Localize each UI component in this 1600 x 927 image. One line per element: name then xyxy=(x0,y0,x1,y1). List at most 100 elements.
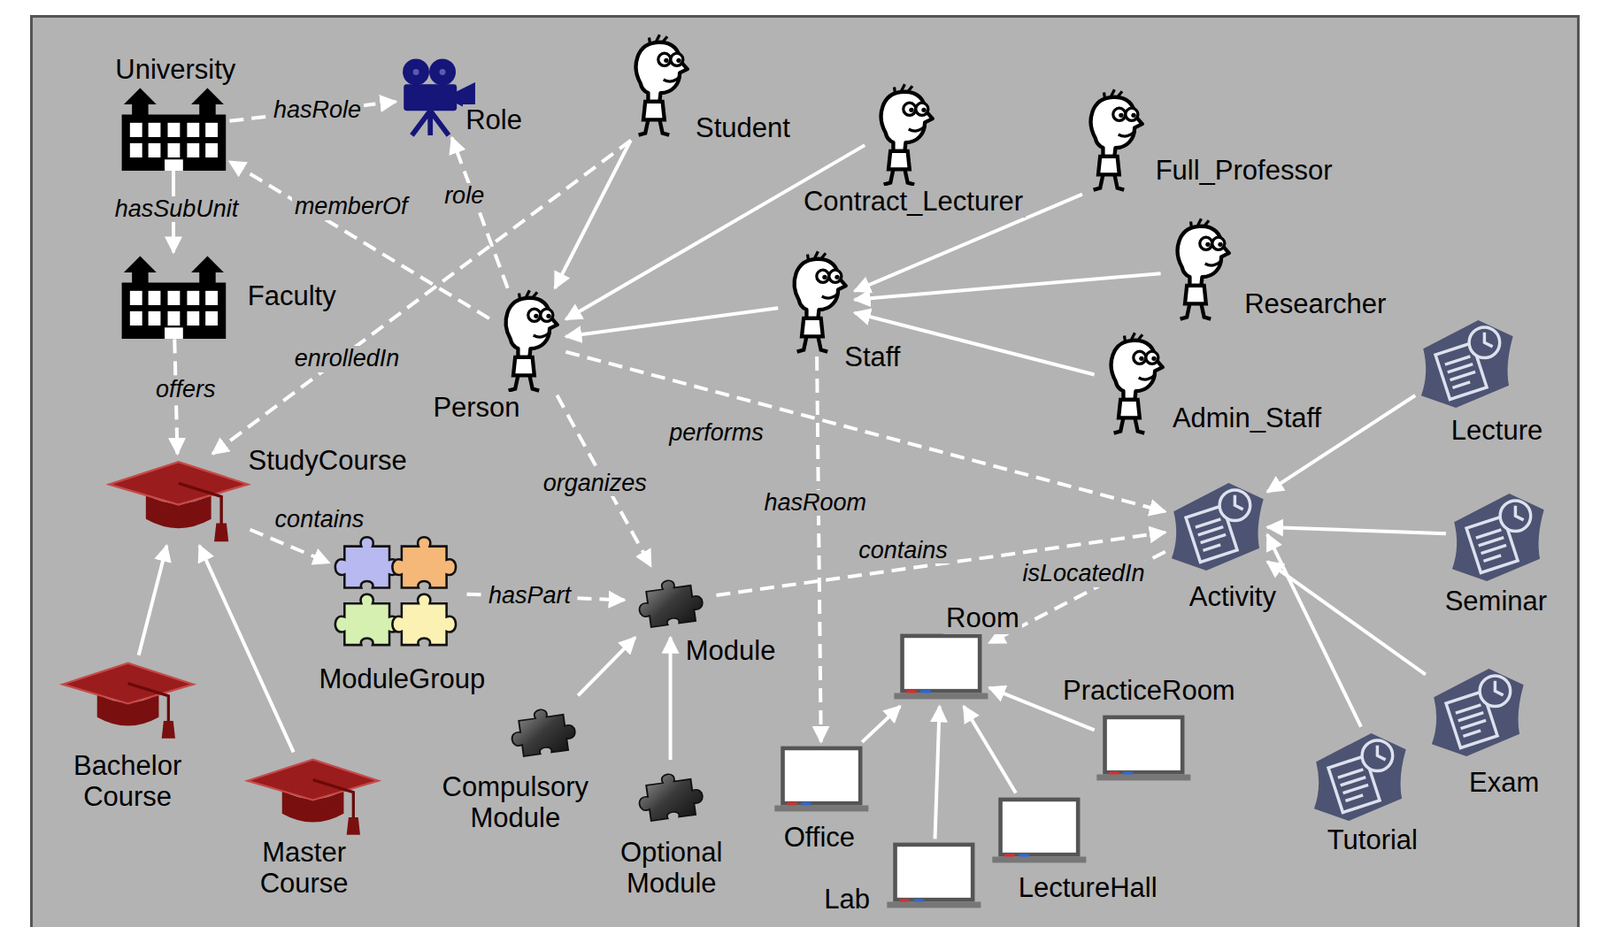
drawing-part xyxy=(664,58,670,63)
node-label: Activity xyxy=(1186,581,1279,614)
drawing-part xyxy=(1138,375,1154,380)
drawing-part xyxy=(506,297,558,357)
drawing-part xyxy=(1151,356,1156,362)
subclass-arrow xyxy=(565,307,778,337)
edge-label: role xyxy=(441,183,487,210)
drawing-part xyxy=(413,69,420,76)
drawing-part xyxy=(922,107,927,112)
concept-node: Optional Module xyxy=(624,760,717,832)
subclass-arrow xyxy=(1267,561,1426,676)
drawing-part xyxy=(676,58,682,63)
drawing-part xyxy=(1314,732,1407,821)
drawing-part xyxy=(161,721,175,739)
concept-node: Researcher xyxy=(1161,216,1238,324)
drawing-part xyxy=(1118,400,1140,419)
edge-label: hasPart xyxy=(485,583,574,610)
concept-icon xyxy=(772,742,870,819)
concept-node: Master Course xyxy=(238,752,387,839)
concept-node: Tutorial xyxy=(1307,727,1410,825)
node-label: Module xyxy=(683,635,779,668)
subclass-arrow xyxy=(565,145,865,320)
drawing-part xyxy=(412,111,450,137)
drawing-part xyxy=(894,692,989,700)
drawing-part xyxy=(121,88,226,171)
drawing-part xyxy=(888,151,910,170)
drawing-part xyxy=(1204,261,1221,266)
concept-node: Room xyxy=(892,630,990,707)
drawing-part xyxy=(513,357,535,377)
concept-node: ModuleGroup xyxy=(329,525,468,659)
concept-icon xyxy=(1425,662,1528,761)
node-label: Optional Module xyxy=(597,837,746,900)
drawing-part xyxy=(649,35,669,46)
drawing-part xyxy=(1476,529,1509,562)
drawing-part xyxy=(881,92,933,152)
drawing-part xyxy=(1338,769,1371,801)
drawing-part xyxy=(335,594,400,646)
concept-node: Admin_Staff xyxy=(1094,330,1171,439)
drawing-part xyxy=(147,123,161,138)
drawing-part xyxy=(1515,505,1524,520)
edge-label: memberOf xyxy=(292,193,411,221)
relation-arrow xyxy=(565,352,1165,513)
drawing-part xyxy=(998,797,1080,857)
subclass-arrow xyxy=(577,638,636,697)
drawing-part xyxy=(900,634,983,694)
drawing-part xyxy=(335,537,400,588)
concept-node: Lab xyxy=(884,838,983,916)
concept-icon xyxy=(619,32,696,140)
drawing-part xyxy=(1092,174,1124,190)
concept-icon xyxy=(1094,330,1171,439)
concept-icon xyxy=(117,252,231,339)
concept-icon xyxy=(238,752,387,839)
edge-label: hasSubUnit xyxy=(112,196,242,224)
concept-node: Activity xyxy=(1165,476,1268,575)
node-label: Lecture xyxy=(1448,415,1546,447)
drawing-part xyxy=(1219,490,1251,522)
edge-label: contains xyxy=(272,507,368,534)
drawing-part xyxy=(1205,242,1210,247)
subclass-arrow xyxy=(669,638,673,761)
drawing-part xyxy=(429,59,456,86)
drawing-part xyxy=(1484,331,1493,347)
drawing-part xyxy=(1106,719,1180,771)
node-label: Faculty xyxy=(245,280,339,313)
drawing-part xyxy=(1479,676,1511,708)
concept-icon xyxy=(1307,727,1410,825)
drawing-part xyxy=(167,123,180,138)
concept-node: Role xyxy=(395,55,477,138)
node-label: LectureHall xyxy=(1015,872,1161,905)
drawing-part xyxy=(1123,771,1134,775)
drawing-part xyxy=(186,291,200,306)
node-label: ModuleGroup xyxy=(315,663,488,696)
drawing-part xyxy=(313,780,354,821)
concept-icon xyxy=(624,760,717,832)
node-label: StudyCourse xyxy=(246,445,410,477)
drawing-part xyxy=(635,576,705,629)
edge-label: isLocatedIn xyxy=(1019,561,1147,588)
drawing-part xyxy=(992,856,1086,863)
drawing-part xyxy=(822,275,827,280)
drawing-part xyxy=(167,291,180,306)
drawing-part xyxy=(346,817,361,836)
drawing-part xyxy=(1118,112,1124,117)
concept-icon xyxy=(1094,711,1193,788)
drawing-part xyxy=(801,318,824,338)
drawing-part xyxy=(658,53,671,67)
relation-arrow xyxy=(249,530,329,563)
node-label: Room xyxy=(943,602,1023,635)
node-label: Lab xyxy=(821,884,873,916)
edge-label: contains xyxy=(855,538,951,565)
drawing-part xyxy=(186,311,200,326)
drawing-part xyxy=(908,126,925,131)
concept-icon xyxy=(1165,476,1268,575)
edge-label: offers xyxy=(153,376,219,404)
drawing-part xyxy=(546,313,551,318)
drawing-part xyxy=(186,123,200,138)
concept-icon xyxy=(884,838,983,916)
drawing-part xyxy=(1108,771,1120,775)
drawing-part xyxy=(1377,745,1386,760)
drawing-part xyxy=(1452,492,1545,581)
concept-node: Module xyxy=(624,566,717,639)
